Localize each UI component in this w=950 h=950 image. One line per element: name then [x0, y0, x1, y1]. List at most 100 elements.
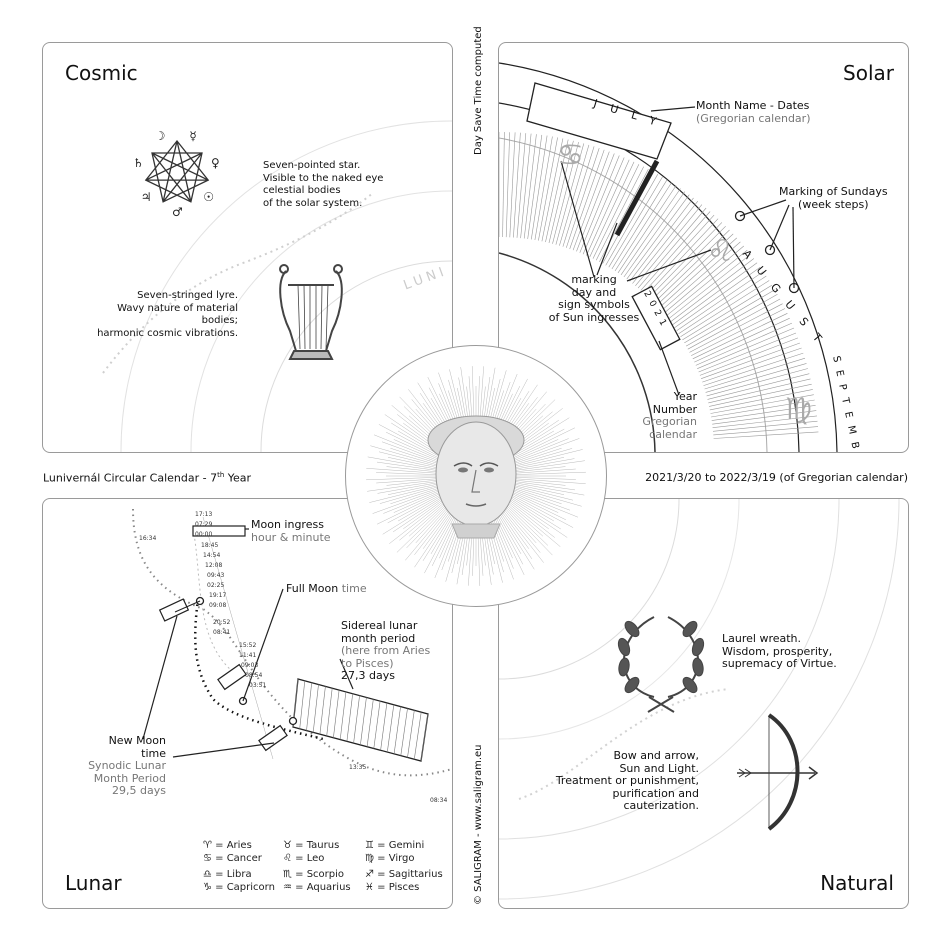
sun-ray — [512, 439, 559, 460]
ingress-time: 15:52 — [239, 642, 257, 649]
day-tick — [691, 308, 786, 356]
ingress-time: 00:00 — [195, 531, 213, 538]
legend-entry: ♒ = Aquarius — [283, 882, 351, 893]
sidereal-tick — [319, 686, 326, 735]
sun-ray — [490, 513, 514, 569]
day-tick — [645, 218, 719, 296]
sun-ray — [514, 448, 573, 466]
ingress-time: 09:03 — [241, 662, 259, 669]
sun-ray — [370, 445, 438, 466]
sun-ray — [513, 489, 571, 511]
day-tick — [605, 174, 659, 266]
ingress-annotation: marking day and sign symbols of Sun ingr… — [548, 273, 640, 324]
sun-ray — [502, 505, 537, 544]
day-tick — [632, 201, 699, 284]
legend-entry: ♐ = Sagittarius — [365, 869, 443, 880]
day-tick — [595, 166, 644, 261]
planet-symbol: ♃ — [140, 189, 152, 204]
day-tick — [713, 426, 819, 436]
sun-ray — [378, 451, 438, 467]
day-tick — [712, 410, 817, 425]
sun-ray — [405, 506, 451, 561]
ingress-time: 20:52 — [213, 619, 231, 626]
day-tick — [523, 134, 537, 239]
sun-ray — [515, 481, 576, 491]
day-tick — [711, 405, 816, 421]
quadrant-title-natural: Natural — [820, 871, 894, 895]
day-tick — [509, 132, 516, 238]
ingress-time: 16:34 — [139, 535, 157, 542]
quadrant-title-lunar: Lunar — [65, 871, 122, 895]
day-tick — [531, 135, 548, 240]
year-number-annotation: Year Number Gregorian calendar — [642, 390, 697, 441]
day-tick — [611, 179, 668, 270]
sun-ray — [515, 466, 566, 473]
sun-ray — [511, 493, 567, 521]
sun-ray — [509, 498, 568, 538]
day-tick — [663, 245, 744, 314]
day-tick — [672, 262, 758, 326]
sun-ray — [508, 499, 549, 530]
seven-pointed-star-icon — [144, 139, 210, 203]
sun-ray — [422, 508, 453, 549]
sun-ray — [511, 428, 565, 458]
quadrant-title-solar: Solar — [843, 61, 894, 85]
sidereal-tick — [360, 697, 367, 745]
legend-entry: ♎ = Libra — [203, 869, 252, 880]
sun-ray — [510, 495, 555, 522]
sun-ray — [492, 512, 513, 559]
sun-ray — [393, 492, 440, 513]
quadrant-title-cosmic: Cosmic — [65, 61, 138, 85]
ingress-time: 08:41 — [213, 629, 231, 636]
sun-ray — [515, 457, 565, 468]
sun-ray — [513, 447, 562, 464]
sun-ray — [367, 456, 437, 470]
ingress-time: 07:29 — [195, 521, 213, 528]
day-tick — [706, 368, 808, 397]
sun-ray — [513, 438, 569, 462]
sun-ray — [379, 486, 438, 504]
sun-ray — [415, 505, 450, 544]
day-tick — [707, 373, 810, 400]
sun-ray — [390, 488, 439, 505]
day-tick — [541, 138, 564, 242]
laurel-wreath-icon — [617, 616, 705, 713]
day-save-time-label: Day Save Time computed — [473, 26, 484, 155]
day-tick — [614, 182, 672, 272]
sun-ray — [414, 507, 452, 555]
day-tick — [569, 149, 605, 250]
day-tick — [685, 294, 778, 347]
ingress-time: 02:25 — [207, 582, 225, 589]
day-tick — [674, 266, 761, 329]
sun-ray — [489, 513, 514, 580]
sun-ray — [430, 510, 457, 555]
bow-description: Bow and arrow, Sun and Light. Treatment … — [555, 749, 699, 812]
day-tick — [548, 140, 574, 243]
sun-ray — [503, 504, 553, 556]
day-tick — [703, 352, 804, 386]
day-tick — [697, 327, 795, 369]
ingress-time: 09:08 — [209, 602, 227, 609]
day-tick — [680, 280, 770, 338]
day-tick — [700, 342, 801, 379]
sidereal-tick — [306, 682, 312, 731]
sun-ray — [366, 477, 437, 481]
sun-ray — [514, 485, 574, 501]
legend-entry: ♑ = Capricorn — [203, 882, 275, 893]
sun-ray — [386, 479, 437, 486]
planet-symbol: ♂ — [172, 205, 183, 219]
sun-ray — [366, 468, 437, 474]
natural-background-arcs — [499, 499, 900, 900]
sun-ray — [377, 482, 437, 494]
sidereal-annotation: Sidereal lunar month period (here from A… — [341, 619, 431, 682]
sun-ray — [382, 496, 443, 535]
sidereal-tick — [387, 704, 395, 753]
sun-ray — [511, 494, 574, 528]
ingress-time: 12:08 — [205, 562, 223, 569]
sun-ray — [376, 472, 437, 475]
lunar-paths — [132, 508, 452, 777]
day-tick — [582, 157, 625, 255]
sun-ray — [511, 427, 576, 459]
day-tick — [692, 313, 788, 360]
day-tick — [620, 188, 681, 276]
